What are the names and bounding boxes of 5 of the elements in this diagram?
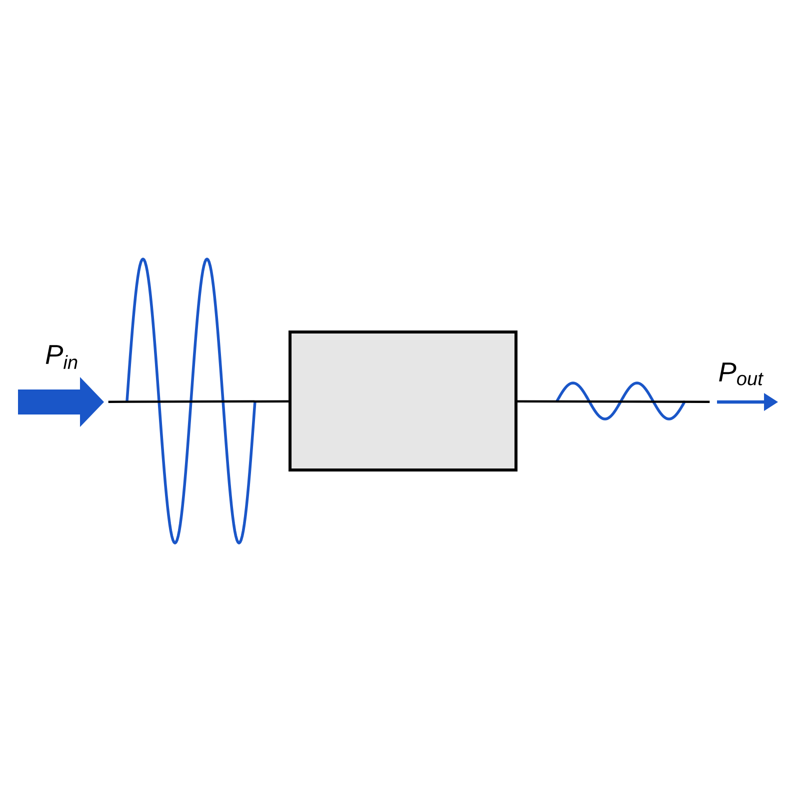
input-power-label: P$_{in}$: [46, 345, 78, 369]
block-box: [288, 330, 518, 472]
signal-line: [108, 400, 289, 403]
output-power-label: P$_{out}$: [719, 362, 764, 386]
signal-line: [517, 400, 710, 404]
